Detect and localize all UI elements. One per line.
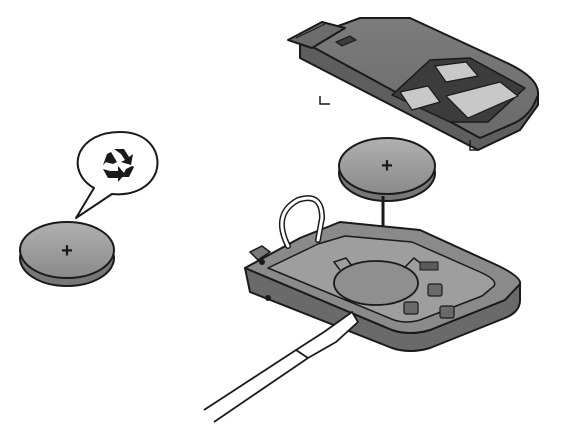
old-battery-polarity: + bbox=[61, 240, 73, 262]
board-button-2 bbox=[403, 301, 419, 315]
cover-clip-left bbox=[319, 96, 330, 105]
board-button-1 bbox=[427, 283, 443, 297]
new-battery-face bbox=[338, 137, 436, 195]
remote-button-2 bbox=[399, 85, 441, 111]
remote-top-cover bbox=[287, 17, 540, 151]
key-ring-tab bbox=[287, 21, 346, 49]
board-chip bbox=[419, 261, 439, 271]
old-coin-battery: + bbox=[19, 221, 115, 287]
cover-clip-right bbox=[469, 140, 478, 151]
recycle-icon bbox=[103, 149, 134, 182]
housing-corner-tab bbox=[248, 245, 272, 261]
housing-hole-1 bbox=[265, 295, 271, 301]
remote-button-3 bbox=[445, 81, 519, 119]
remote-button-1 bbox=[434, 61, 479, 83]
pry-tool-shaft-1 bbox=[203, 349, 297, 411]
new-battery-polarity: + bbox=[381, 155, 393, 177]
pry-tool bbox=[203, 311, 359, 423]
pry-tool-shaft-2 bbox=[213, 357, 309, 423]
tab-slot bbox=[334, 35, 358, 47]
battery-holder bbox=[333, 260, 419, 306]
remote-bottom-housing bbox=[244, 195, 522, 352]
recycle-callout bbox=[75, 131, 159, 219]
old-battery-face bbox=[19, 221, 115, 279]
battery-holder-clip bbox=[332, 257, 353, 271]
housing-hole-2 bbox=[259, 259, 265, 265]
new-coin-battery: + bbox=[338, 137, 436, 202]
board-button-3 bbox=[439, 305, 455, 319]
